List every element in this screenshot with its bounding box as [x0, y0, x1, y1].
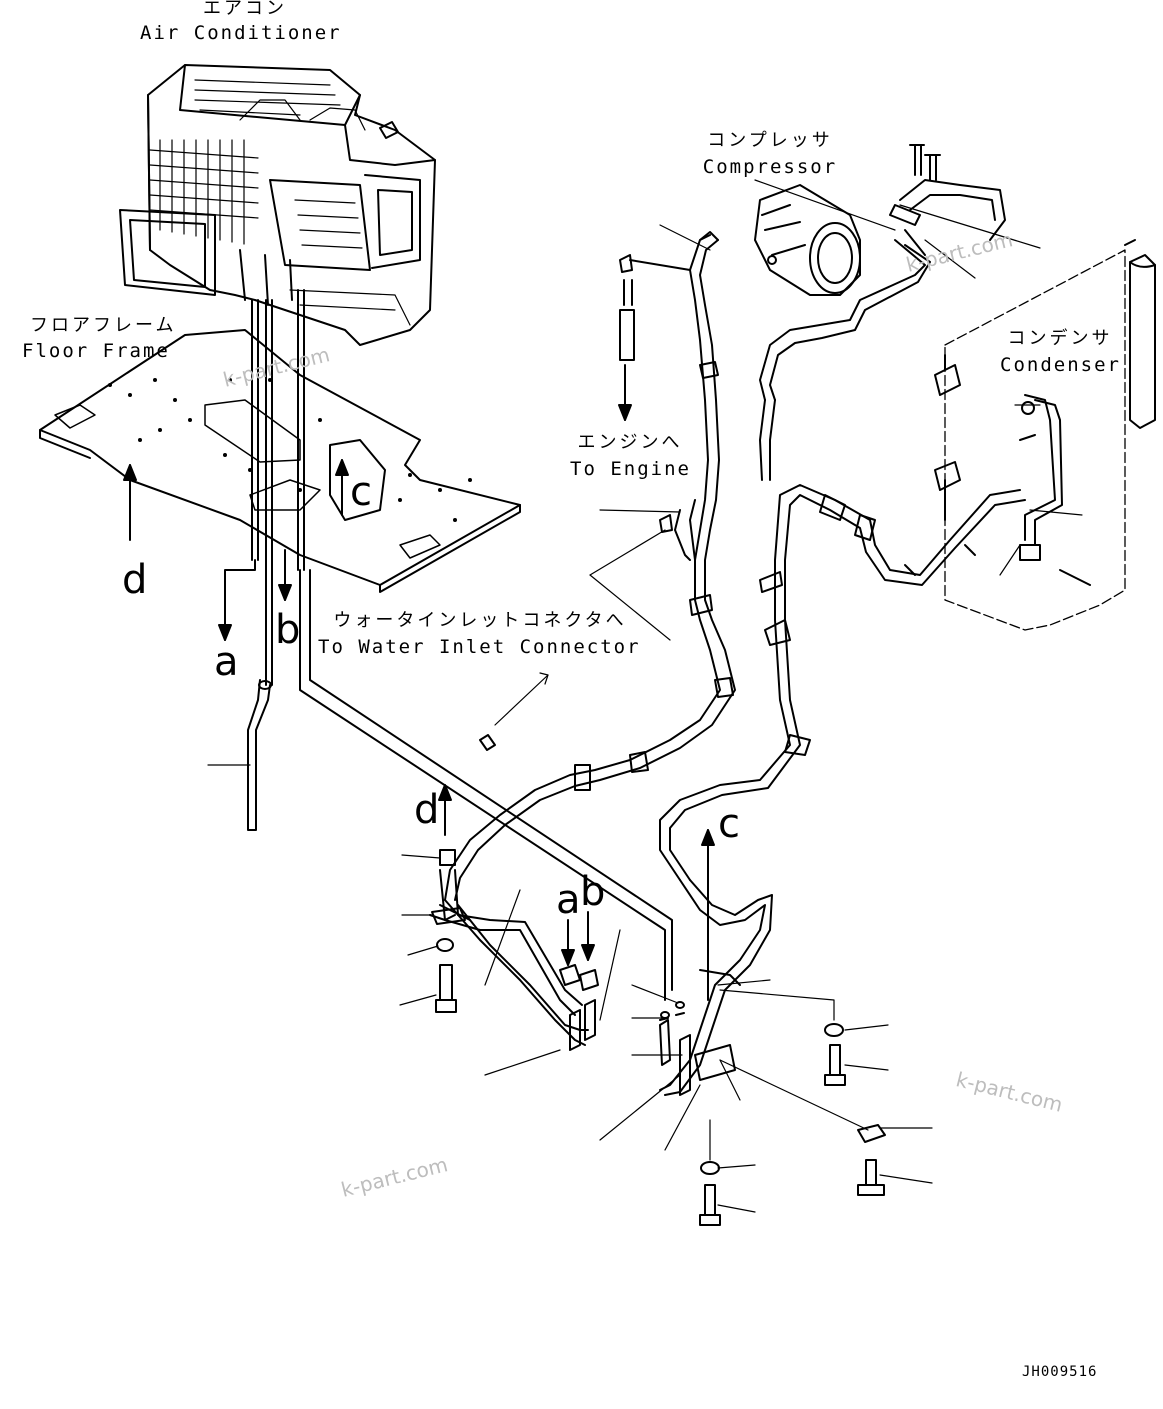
callout-b-bottom: b: [580, 869, 606, 915]
callout-a-top: a: [214, 639, 239, 685]
callout-d-bottom: d: [414, 787, 440, 833]
label-compressor-jp: コンプレッサ: [707, 130, 833, 151]
condenser: [934, 239, 1156, 631]
label-condenser-jp: コンデンサ: [1007, 328, 1113, 349]
water-inlet-guide: [494, 529, 671, 726]
drain-pipe-group: [224, 289, 673, 1001]
callout-d-top: d: [122, 557, 148, 603]
tube-segment-left: [247, 679, 272, 831]
label-floor-frame-jp: フロアフレーム: [30, 315, 177, 336]
engine-fittings: [479, 254, 691, 751]
callout-c-bottom: c: [718, 801, 740, 847]
label-compressor-en: Compressor: [702, 156, 838, 178]
water-inlet-hose: [429, 869, 599, 1051]
label-floor-frame-en: Floor Frame: [22, 340, 170, 362]
label-water-inlet-en: To Water Inlet Connector: [318, 636, 641, 658]
label-to-engine-jp: エンジンへ: [577, 432, 683, 453]
drawing-code: JH009516: [1022, 1364, 1098, 1380]
flow-arrows-bottom: [438, 364, 715, 1001]
liquid-hose-condenser: [659, 399, 1026, 881]
callout-a-bottom: a: [556, 877, 581, 923]
engine-pipe: [444, 231, 736, 901]
bottom-hose-assembly: [659, 879, 773, 1096]
fasteners-bottom: [659, 1001, 886, 1226]
label-to-engine-en: To Engine: [570, 458, 691, 480]
label-air-conditioner-jp: エアコン: [203, 0, 287, 19]
compressor-fittings: [759, 144, 1006, 401]
callout-c-top: c: [350, 469, 372, 515]
label-air-conditioner-en: Air Conditioner: [140, 22, 342, 44]
floor-frame: [39, 329, 521, 593]
air-conditioner-unit: [119, 64, 436, 346]
leader-lines: [207, 179, 1083, 1213]
callout-b-top: b: [275, 607, 301, 653]
fasteners-left: [431, 849, 466, 1013]
flow-arrows-top: [123, 459, 349, 641]
compressor: [754, 184, 861, 296]
label-condenser-en: Condenser: [1000, 354, 1121, 376]
label-water-inlet-jp: ウォータインレットコネクタへ: [333, 610, 627, 631]
